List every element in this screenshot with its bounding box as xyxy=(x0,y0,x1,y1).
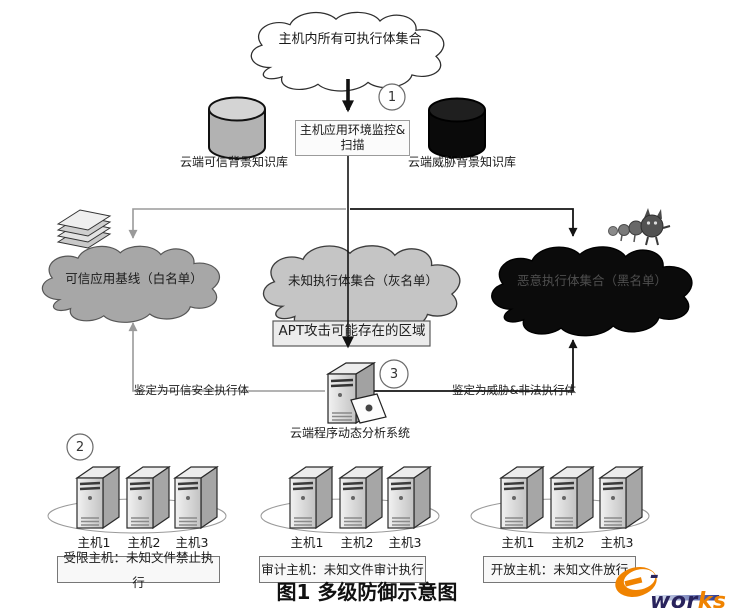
host-label: 主机1 xyxy=(77,535,111,550)
step2-circle xyxy=(66,433,94,461)
eworks-wordmark-dark: -wor xyxy=(650,564,698,608)
step2-number: 2 xyxy=(75,439,85,455)
step3-circle xyxy=(379,359,409,389)
trusted-verdict-label: 鉴定为可信安全执行体 xyxy=(134,383,249,397)
top-cloud-label: 主机内所有可执行体集合 xyxy=(278,32,422,47)
host-label: 主机2 xyxy=(551,535,585,550)
analysis-server-icon xyxy=(325,361,387,425)
open-host-towers xyxy=(499,465,644,530)
host-label: 主机3 xyxy=(175,535,209,550)
apt-zone-label: APT攻击可能存在的区域 xyxy=(278,323,426,339)
audit-policy-box: 审计主机：未知文件审计执行 xyxy=(259,556,426,583)
restricted-policy-box: 受限主机：未知文件禁止执行 xyxy=(57,550,220,590)
virus-characters-icon xyxy=(608,208,671,246)
trusted-kb-cylinder-icon xyxy=(208,96,266,160)
branch-to-whitelist xyxy=(128,208,346,239)
host-label: 主机3 xyxy=(600,535,634,550)
feedback-trusted-to-whitelist xyxy=(128,322,325,392)
threat-kb-label: 云端威胁背景知识库 xyxy=(407,155,516,169)
audit-host-towers xyxy=(288,465,432,530)
step1-circle xyxy=(378,83,406,111)
whitelist-cloud-label: 可信应用基线（白名单） xyxy=(65,271,203,286)
graylist-cloud-label: 未知执行体集合（灰名单） xyxy=(287,273,438,288)
host-label: 主机2 xyxy=(127,535,161,550)
threat-kb-cylinder-icon xyxy=(428,97,486,159)
restricted-host-towers xyxy=(75,465,219,530)
eworks-wordmark-orange: ks xyxy=(697,589,727,608)
analysis-system-label: 云端程序动态分析系统 xyxy=(289,426,410,440)
figure-caption: 图1 多级防御示意图 xyxy=(276,580,458,604)
host-label: 主机3 xyxy=(388,535,422,550)
eworks-logo: -works xyxy=(612,560,732,608)
blacklist-cloud-label: 恶意执行体集合（黑名单） xyxy=(516,273,667,288)
step1-number: 1 xyxy=(387,89,397,105)
blacklist-cloud xyxy=(491,246,693,337)
threat-verdict-label: 鉴定为威胁&非法执行体 xyxy=(452,383,576,397)
host-label: 主机1 xyxy=(501,535,535,550)
paper-stack-icon xyxy=(56,209,112,249)
open-policy-box: 开放主机：未知文件放行 xyxy=(483,556,636,583)
graylist-cloud xyxy=(262,245,461,333)
eworks-wordmark: -works xyxy=(650,564,732,608)
host-label: 主机2 xyxy=(340,535,374,550)
step3-number: 3 xyxy=(389,366,399,382)
eworks-swoosh-icon xyxy=(615,567,720,601)
monitor-box-line2: 扫描 xyxy=(340,138,365,152)
host-label: 主机1 xyxy=(290,535,324,550)
monitor-box-line1: 主机应用环境监控& xyxy=(299,123,406,137)
feedback-threat-to-blacklist xyxy=(374,339,578,392)
trusted-kb-label: 云端可信背景知识库 xyxy=(179,155,288,169)
monitor-box: 主机应用环境监控& 扫描 xyxy=(295,120,410,156)
branch-to-blacklist xyxy=(350,208,578,237)
